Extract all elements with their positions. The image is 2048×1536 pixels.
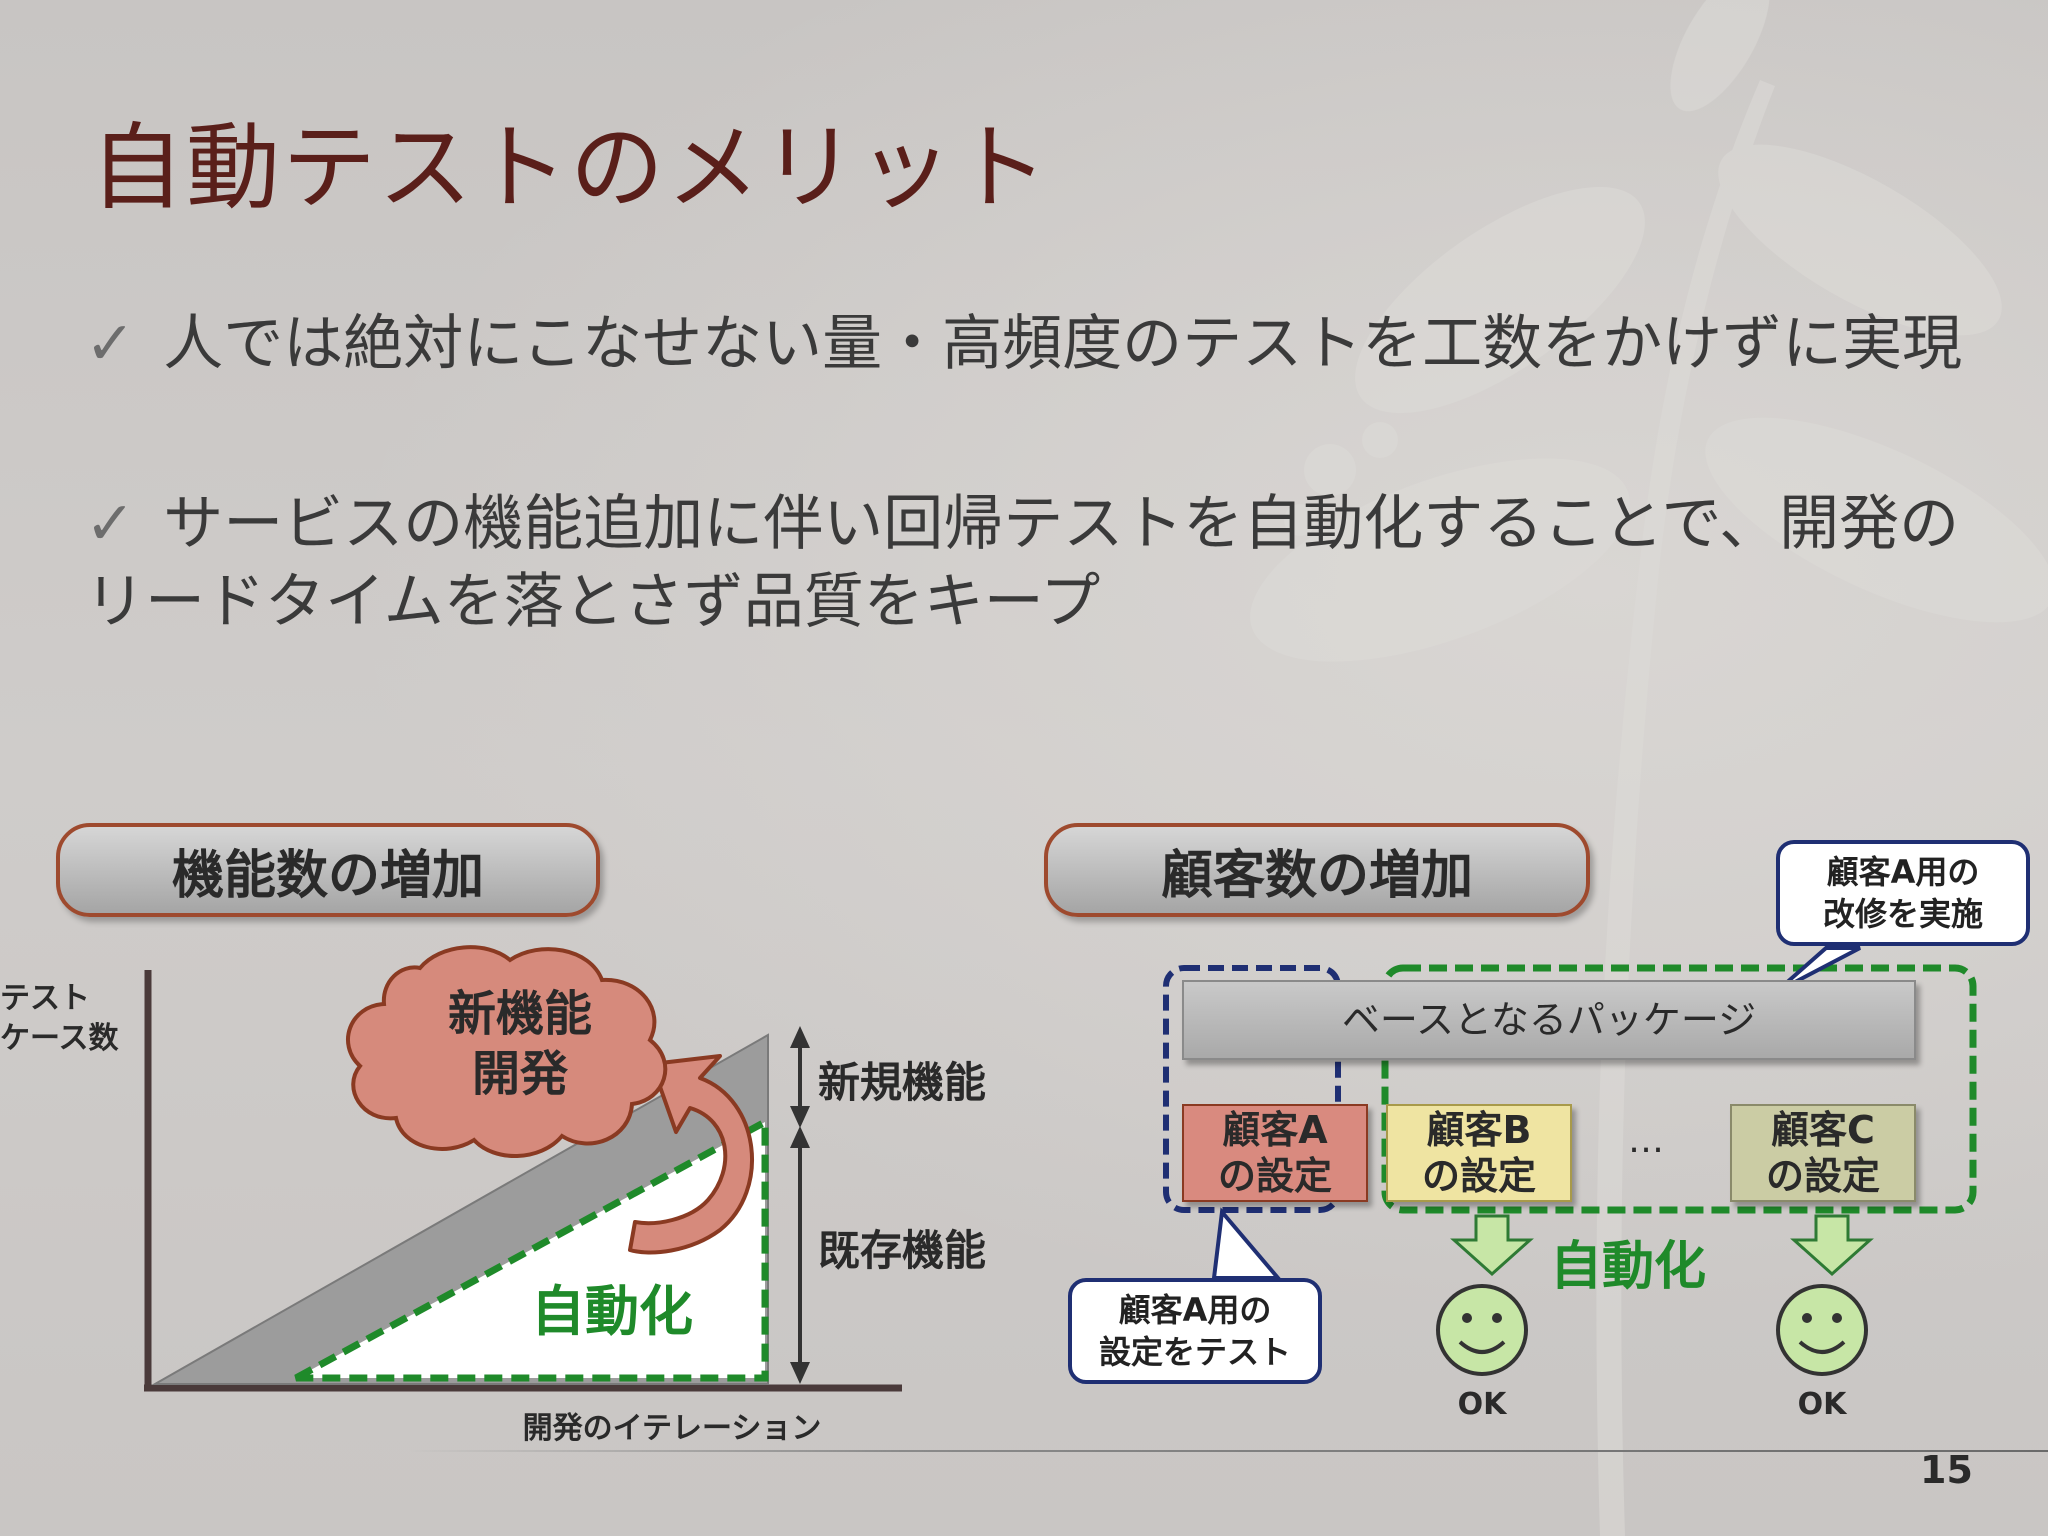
footer-divider	[410, 1450, 2048, 1452]
check-icon: ✓	[85, 489, 136, 559]
arrow-down-icon	[1450, 1214, 1534, 1277]
customer-growth-diagram: OK OK 自動化 …	[1163, 946, 1977, 1422]
callout-top-line1: 顧客A用の	[1826, 853, 1980, 891]
callout-top: 顧客A用の 改修を実施	[1776, 840, 2030, 946]
bullet-1: ✓ 人では絶対にこなせない量・高頻度のテストを工数をかけずに実現	[85, 305, 1965, 383]
right-automation-label: 自動化	[1550, 1237, 1706, 1297]
arrow-down-icon	[1790, 1214, 1874, 1277]
cloud-label-line1: 新機能	[448, 986, 592, 1042]
slide-title: 自動テストのメリット	[90, 114, 1051, 223]
customer-a-box: 顧客A の設定	[1182, 1104, 1368, 1202]
base-package-box: ベースとなるパッケージ	[1182, 980, 1916, 1060]
automation-dashed-group	[1381, 964, 1977, 1214]
customer-a-line1: 顧客A	[1222, 1108, 1328, 1152]
arrow-down-icon	[790, 1106, 810, 1128]
customer-c-line2: の設定	[1765, 1154, 1880, 1198]
x-axis-label: 開発のイテレーション	[523, 1411, 822, 1446]
bullet-1-text: 人では絶対にこなせない量・高頻度のテストを工数をかけずに実現	[163, 309, 1963, 379]
callout-bottom-line2: 設定をテスト	[1098, 1333, 1291, 1371]
cloud-label-line2: 開発	[472, 1046, 569, 1102]
right-diagram-header: 顧客数の増加	[1044, 823, 1590, 917]
callout-bottom-tail	[1211, 1207, 1283, 1280]
new-feature-label: 新規機能	[818, 1058, 986, 1107]
ok-label-2: OK	[1798, 1387, 1849, 1422]
y-axis-label-line1: テスト	[0, 981, 90, 1016]
left-automation-label: 自動化	[531, 1280, 693, 1343]
smiley-icon	[1776, 1284, 1868, 1376]
customer-c-line1: 顧客C	[1771, 1108, 1875, 1152]
customer-b-box: 顧客B の設定	[1386, 1104, 1572, 1202]
bullet-2-text: サービスの機能追加に伴い回帰テストを自動化することで、開発のリードタイムを落とさ…	[85, 489, 1960, 637]
arrow-down-icon	[790, 1362, 810, 1384]
customer-c-box: 顧客C の設定	[1730, 1104, 1916, 1202]
bullet-2: ✓サービスの機能追加に伴い回帰テストを自動化することで、開発のリードタイムを落と…	[85, 485, 1965, 641]
page-number: 15	[1920, 1448, 1973, 1492]
customer-b-line1: 顧客B	[1426, 1108, 1532, 1152]
ellipsis: …	[1628, 1120, 1664, 1161]
callout-bottom: 顧客A用の 設定をテスト	[1068, 1278, 1322, 1384]
callout-bottom-line1: 顧客A用の	[1118, 1291, 1272, 1329]
left-diagram-header: 機能数の増加	[56, 823, 600, 917]
customer-a-dashed-group	[1163, 965, 1341, 1213]
customer-b-line2: の設定	[1421, 1154, 1536, 1198]
new-feature-cloud-icon	[346, 945, 668, 1158]
arrow-up-icon	[790, 1126, 810, 1148]
arrow-up-icon	[790, 1026, 810, 1048]
y-axis-label-line2: ケース数	[0, 1021, 119, 1056]
check-icon: ✓	[85, 309, 136, 379]
customer-a-line2: の設定	[1217, 1154, 1332, 1198]
callout-top-line2: 改修を実施	[1822, 895, 1983, 933]
ok-label-1: OK	[1458, 1387, 1509, 1422]
feature-growth-diagram: 新機能 開発 新規機能 既存機能 自動化 テスト ケース数 開発のイテレーション	[0, 945, 986, 1446]
feature-merge-arrow-icon	[628, 1054, 754, 1255]
smiley-icon	[1436, 1284, 1528, 1376]
automated-test-triangle	[294, 1116, 769, 1382]
existing-feature-label: 既存機能	[818, 1226, 986, 1275]
